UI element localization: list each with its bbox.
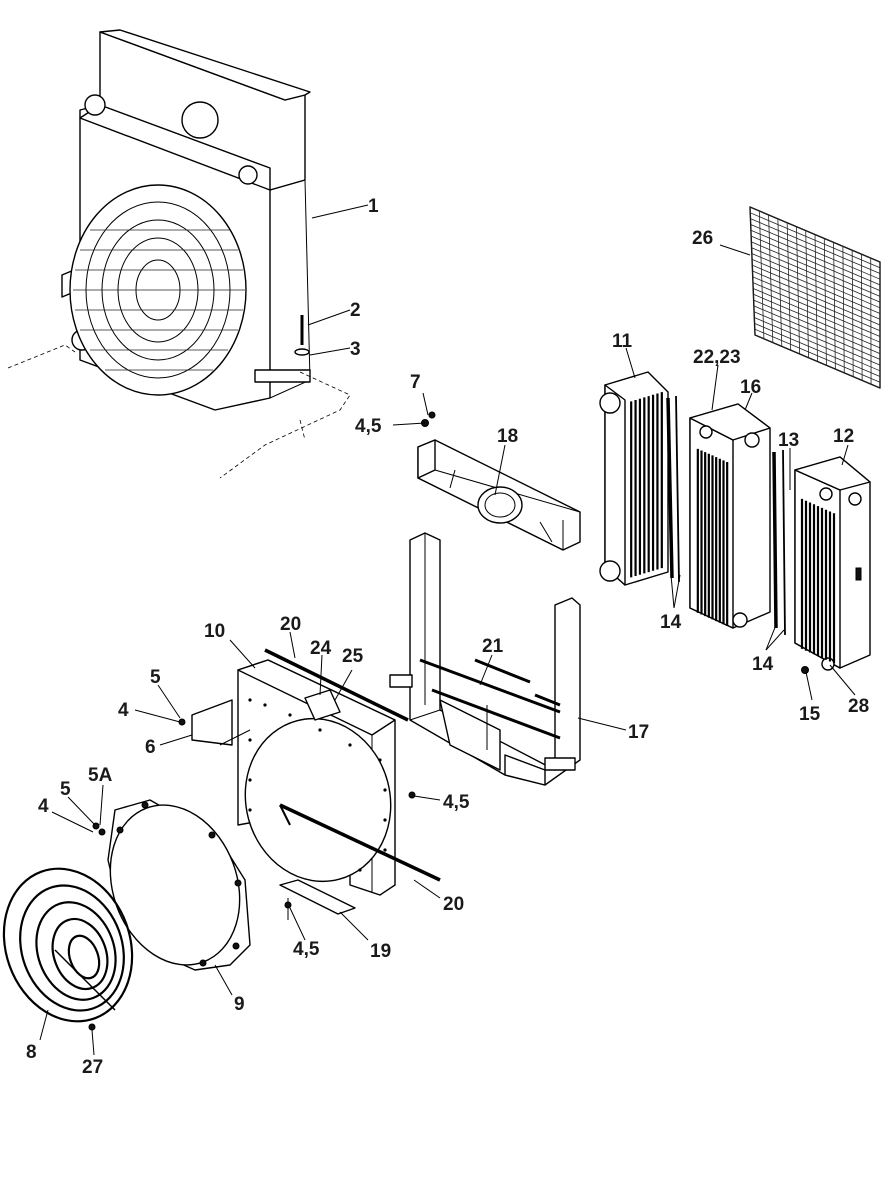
fan-shroud-10 [237,648,441,896]
callout-27: 27 [82,1057,103,1078]
top-bracket-18 [417,439,581,551]
callout-4-5-bottom: 4,5 [293,939,320,960]
callout-labels: 1 2 3 7 4,5 18 26 11 22,23 16 13 12 14 1… [26,196,869,1078]
callout-4-lower: 4 [38,796,49,817]
callout-20-top: 20 [280,614,301,635]
fasteners [92,411,436,836]
callout-7: 7 [410,372,421,393]
cooler-assembly [7,29,351,479]
callout-12: 12 [833,426,854,447]
seal-strips [666,395,809,674]
callout-2: 2 [350,300,361,321]
callout-9: 9 [234,994,245,1015]
frame-17 [389,532,581,786]
callout-1: 1 [368,196,379,217]
cooler-core-16 [689,403,771,629]
callout-24: 24 [310,638,332,659]
callout-4-5-top: 4,5 [355,416,382,437]
callout-13: 13 [778,430,799,451]
callout-5-lower: 5 [60,779,71,800]
callout-19: 19 [370,941,391,962]
cooler-core-12 [794,456,871,671]
callout-28: 28 [848,696,869,717]
callout-10: 10 [204,621,225,642]
callout-20-bottom: 20 [443,894,464,915]
callout-15: 15 [799,704,821,725]
callout-21: 21 [482,636,504,657]
callout-4-upper: 4 [118,700,129,721]
callout-5A: 5A [88,765,113,786]
leader-lines [39,204,856,1056]
callout-3: 3 [350,339,361,360]
callout-26: 26 [692,228,713,249]
callout-17: 17 [628,722,649,743]
fan-ring-9 [107,799,251,971]
callout-16: 16 [740,377,761,398]
fan-guard-8 [2,867,134,1031]
callout-11: 11 [612,331,633,352]
callout-5-upper: 5 [150,667,161,688]
callout-14-bottom: 14 [752,654,774,675]
callout-25: 25 [342,646,364,667]
callout-8: 8 [26,1042,37,1063]
plate-6 [178,699,233,746]
callout-18: 18 [497,426,518,447]
callout-22-23: 22,23 [693,347,741,368]
callout-6: 6 [145,737,156,758]
callout-4-5-right: 4,5 [443,792,470,813]
cooler-core-11 [599,371,669,586]
bottom-plate-19 [279,879,356,920]
debris-screen [749,206,881,389]
callout-14-top: 14 [660,612,682,633]
